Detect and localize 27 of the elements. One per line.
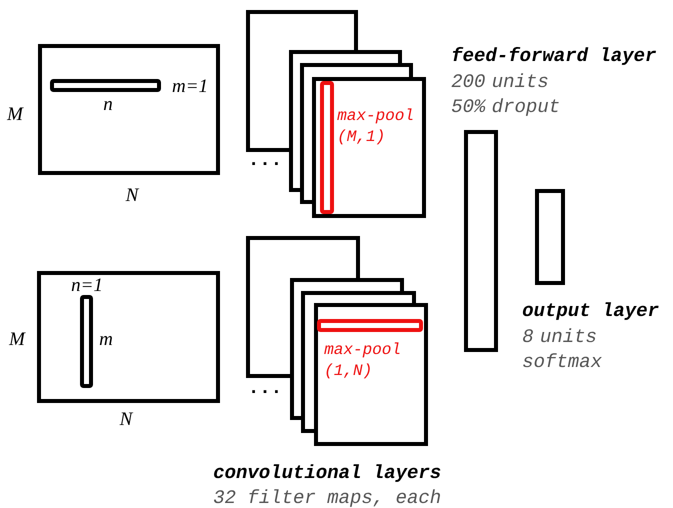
dimension-label: m=1 xyxy=(172,79,206,92)
filter-strip xyxy=(50,79,161,92)
input-matrix xyxy=(38,44,220,175)
dimension-label: n xyxy=(104,101,112,110)
pooling-label: max-pool (M,1) xyxy=(337,108,412,144)
section-title: convolutional layers xyxy=(214,464,440,482)
dimension-label: n=1 xyxy=(72,278,101,291)
dimension-label: N xyxy=(126,188,140,201)
section-description: 32 filter maps, each xyxy=(214,489,440,507)
layer-title: feed-forward layer xyxy=(452,46,656,65)
layer-bar xyxy=(535,189,565,285)
dimension-label: m xyxy=(100,336,112,345)
layer-description: 8 units softmax xyxy=(523,328,602,368)
ellipsis: ... xyxy=(252,390,278,393)
pooling-window xyxy=(317,319,423,332)
dimension-label: M xyxy=(6,108,24,120)
dimension-label: N xyxy=(120,412,134,425)
layer-bar xyxy=(464,130,498,352)
pooling-label: max-pool (1,N) xyxy=(324,342,400,378)
input-matrix xyxy=(37,271,220,403)
pooling-window xyxy=(320,81,334,214)
dimension-label: M xyxy=(8,332,26,345)
filter-strip xyxy=(80,295,93,388)
layer-title: output layer xyxy=(522,302,659,320)
feature-map xyxy=(314,303,428,446)
layer-description: 200 units 50% droput xyxy=(452,73,559,116)
ellipsis: ... xyxy=(252,162,278,165)
